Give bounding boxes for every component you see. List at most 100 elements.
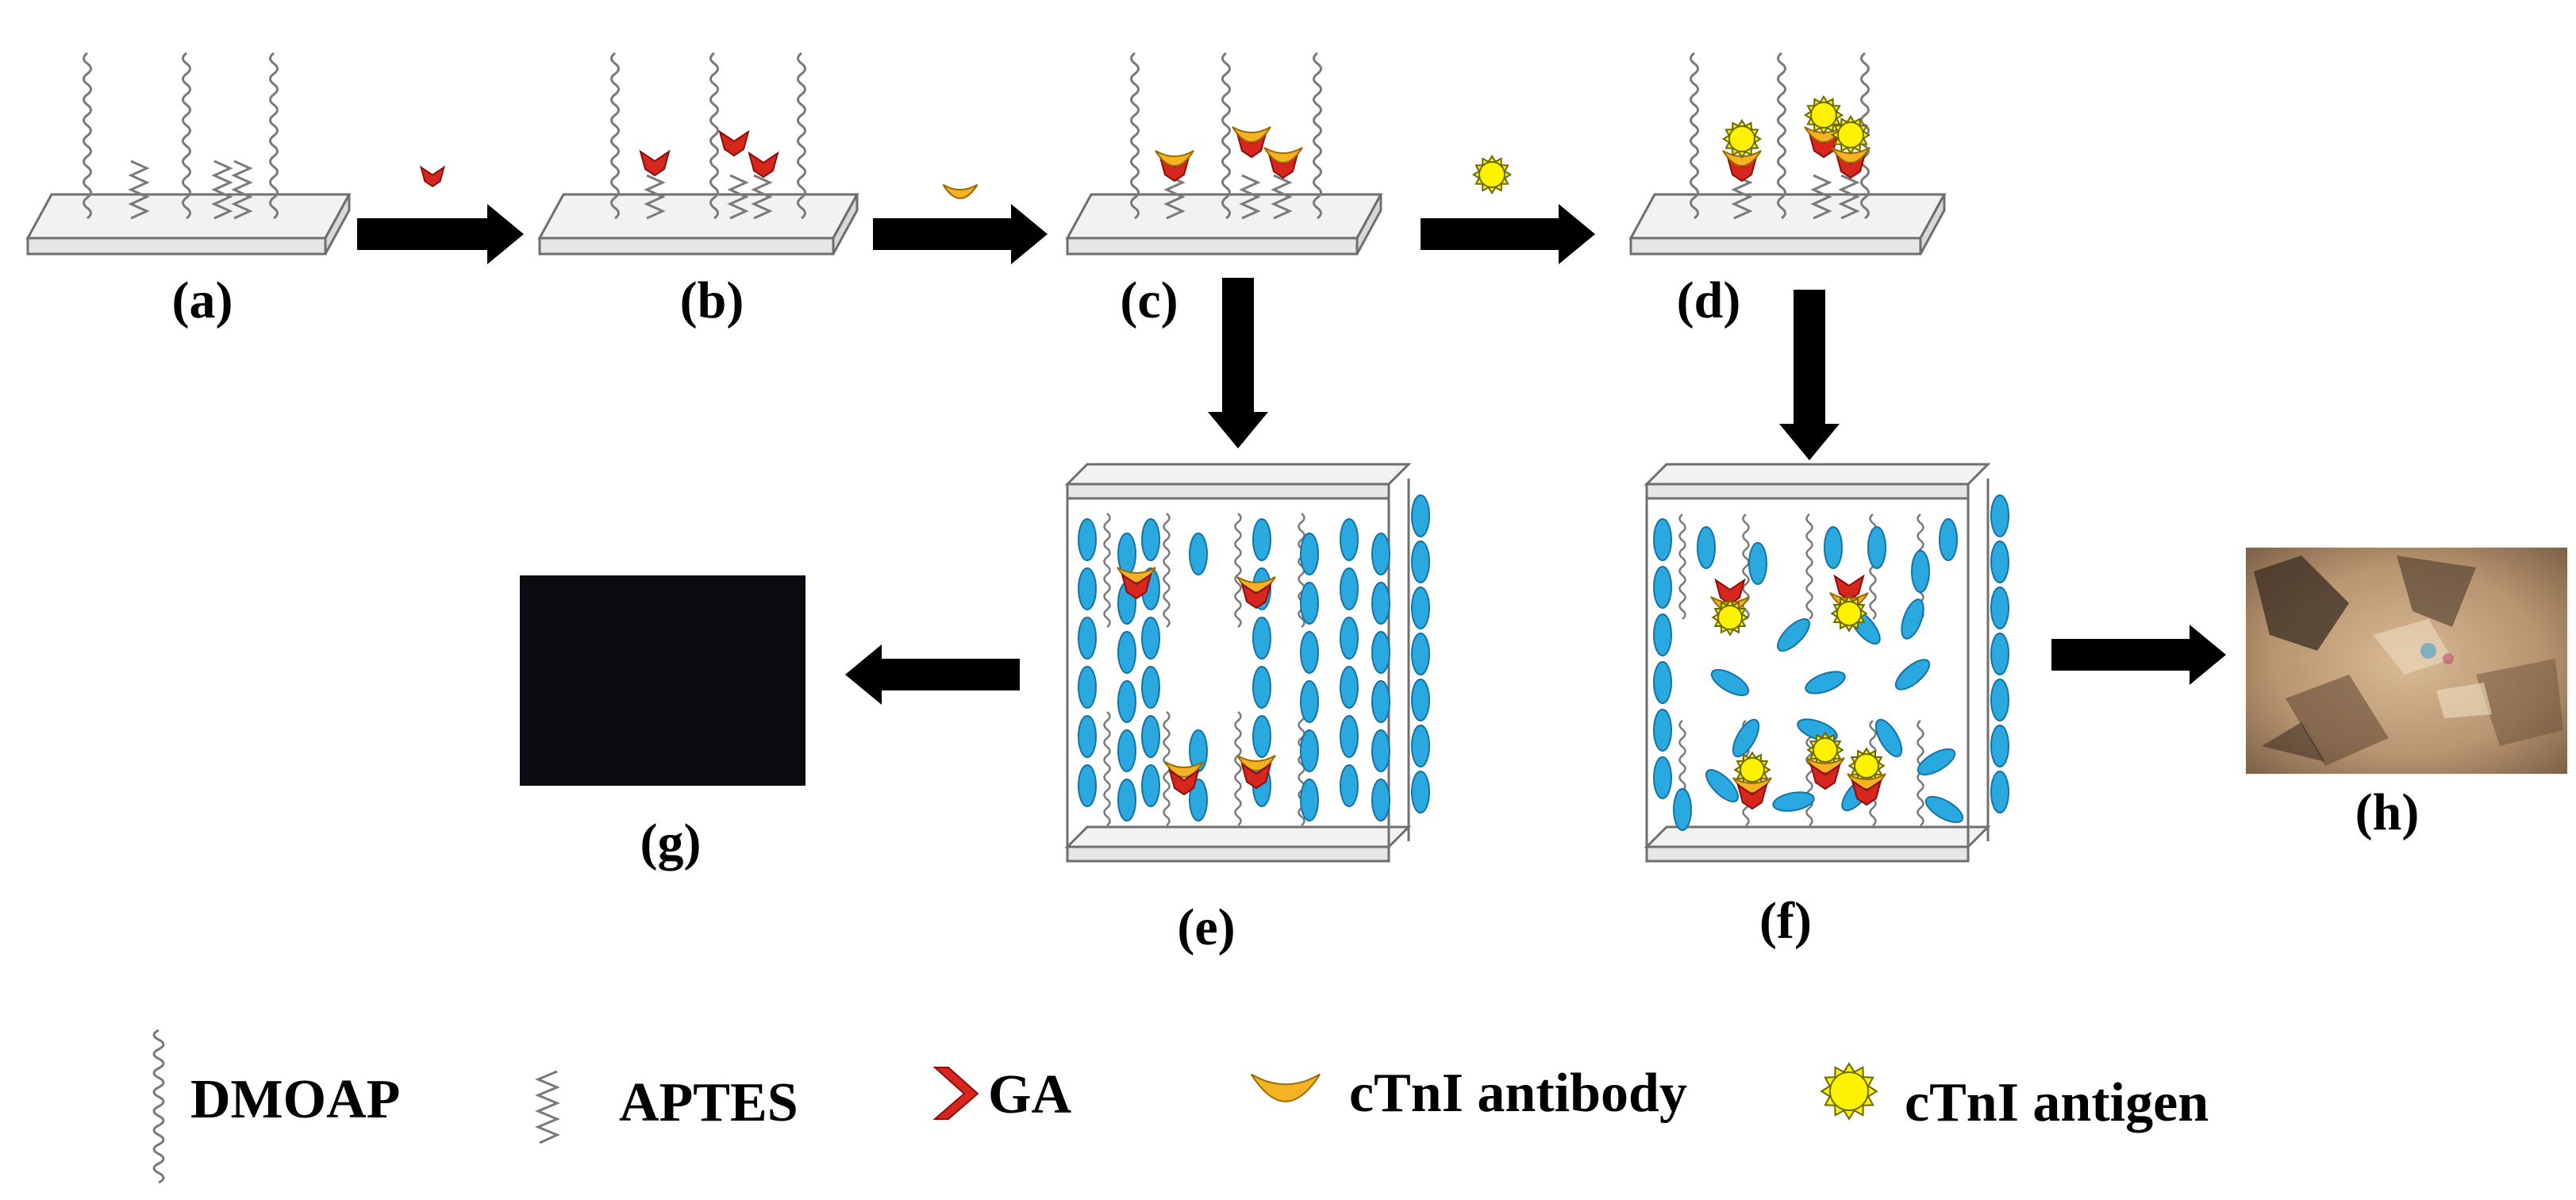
top-plate-front: [1066, 483, 1390, 500]
ga-e-2: [1168, 768, 1200, 796]
antigen-d-2: [1830, 114, 1871, 156]
lc-e-6-1: [1340, 567, 1359, 610]
lc-cells: [1064, 463, 2009, 863]
cell-f: [1644, 463, 2009, 863]
dmoap-top-e-0: [1103, 513, 1111, 628]
aptes-chain-d-1: [1810, 174, 1832, 220]
arrow-f-to-h: [2051, 625, 2226, 685]
dmoap-chain-c-1: [1221, 52, 1231, 220]
aptes-chain-icon: [535, 1070, 560, 1144]
lc-e-4-3: [1252, 666, 1271, 709]
lc-f-vert-0: [1653, 518, 1672, 561]
arrow-e-to-g: [845, 644, 1020, 705]
lc-f-outer-6: [1990, 771, 2009, 813]
lc-e-6-3: [1340, 666, 1359, 709]
lc-e-outer-6: [1411, 771, 1430, 813]
lc-f-tilt-4: [1894, 659, 1931, 690]
lc-f-vert-5: [1653, 756, 1672, 799]
ga-f-3: [1809, 763, 1841, 790]
slide-front-face: [26, 237, 327, 256]
dmoap-chain-b-2: [797, 52, 806, 220]
lc-e-4-4: [1252, 715, 1271, 758]
slide-a: [25, 193, 352, 256]
aptes-chain-c-2: [1271, 174, 1293, 220]
lc-e-5-0: [1300, 533, 1319, 575]
antibody-d-2: [1831, 147, 1870, 163]
ga-e-1: [1240, 582, 1272, 610]
lc-e-7-2: [1371, 631, 1390, 674]
aptes-chain-d-2: [1838, 174, 1860, 220]
arrow-c-to-e: [1208, 278, 1268, 448]
lc-f-outer-3: [1990, 633, 2009, 675]
dmoap-chain-icon: [152, 1029, 165, 1184]
lc-e-7-1: [1371, 582, 1390, 625]
lc-f-vert-3: [1653, 661, 1672, 704]
reagent-ga-icon: [419, 165, 446, 188]
antigen-f-3: [1806, 731, 1844, 769]
lc-f-vert-11: [1939, 518, 1958, 561]
ga-f-1: [1833, 574, 1865, 602]
antigen-f-1: [1830, 594, 1868, 633]
antigen-core: [1740, 757, 1765, 783]
label-d: (d): [1677, 271, 1741, 329]
dmoap-chain-a-1: [182, 52, 191, 220]
ga-e-3: [1240, 762, 1272, 790]
lc-f-tilt-13: [1924, 795, 1964, 824]
ga-f-2: [1736, 783, 1768, 810]
label-b: (b): [680, 271, 744, 329]
slide-front-face: [1066, 237, 1359, 256]
slide-side-face: [324, 194, 351, 255]
slide-c: [1065, 193, 1383, 256]
lc-f-tilt-0: [1777, 618, 1810, 652]
reagent-antibody-icon: [942, 183, 978, 199]
lc-f-vert-4: [1653, 709, 1672, 752]
ga-chevron-icon: [932, 1067, 979, 1120]
lc-f-outer-4: [1990, 679, 2009, 721]
dmoap-bot-e-2: [1234, 711, 1242, 826]
reagent-antigen-icon: [1471, 154, 1513, 195]
lc-e-outer-3: [1411, 633, 1430, 675]
top-plate-front: [1645, 483, 1970, 500]
label-c: (c): [1120, 271, 1178, 329]
lc-e-5-3: [1300, 680, 1319, 723]
lc-e-2-3: [1141, 666, 1160, 709]
antigen-core: [1717, 605, 1743, 630]
antibody-c-0: [1155, 150, 1194, 167]
aptes-chain-a-2: [231, 160, 253, 220]
cell-e: [1064, 463, 1430, 863]
slide-front-face: [1629, 237, 1922, 256]
dmoap-chain-c-2: [1313, 52, 1322, 220]
ga-b-2: [748, 151, 779, 179]
dmoap-bot-e-1: [1163, 711, 1171, 826]
slide-side-face: [832, 194, 859, 255]
slide-side-face: [1355, 194, 1382, 255]
lc-e-3-5: [1189, 779, 1208, 821]
lc-e-6-5: [1340, 764, 1359, 807]
dmoap-chain-d-1: [1777, 52, 1786, 220]
antibody-icon: [1250, 1073, 1321, 1102]
antigen-core: [1837, 121, 1864, 148]
bottom-plate-face: [1644, 825, 1991, 848]
dark-optical-image-g: [520, 575, 805, 786]
lc-e-7-5: [1371, 779, 1390, 821]
lc-f-outer-1: [1990, 540, 2009, 583]
lc-e-5-4: [1300, 729, 1319, 772]
aptes-chain-c-1: [1239, 174, 1261, 220]
lc-e-outer-5: [1411, 725, 1430, 767]
arrow-c-to-d: [1421, 204, 1595, 264]
lc-e-0-3: [1078, 666, 1097, 709]
bottom-plate-front: [1645, 845, 1970, 863]
bound-molecules: [419, 94, 1871, 199]
legend-ga-chevron: [932, 1067, 979, 1120]
antigen-f-2: [1733, 751, 1771, 789]
bottom-plate-face: [1064, 825, 1412, 848]
antigen-d-1: [1803, 94, 1844, 136]
aptes-chain-b-0: [644, 174, 666, 220]
lc-e-2-4: [1141, 715, 1160, 758]
legend-aptes-chain: [535, 1070, 560, 1144]
lc-e-1-5: [1117, 779, 1136, 821]
legend-antigen: [1820, 1062, 1878, 1121]
lc-e-6-2: [1340, 617, 1359, 660]
slide-side-face: [1919, 194, 1946, 255]
